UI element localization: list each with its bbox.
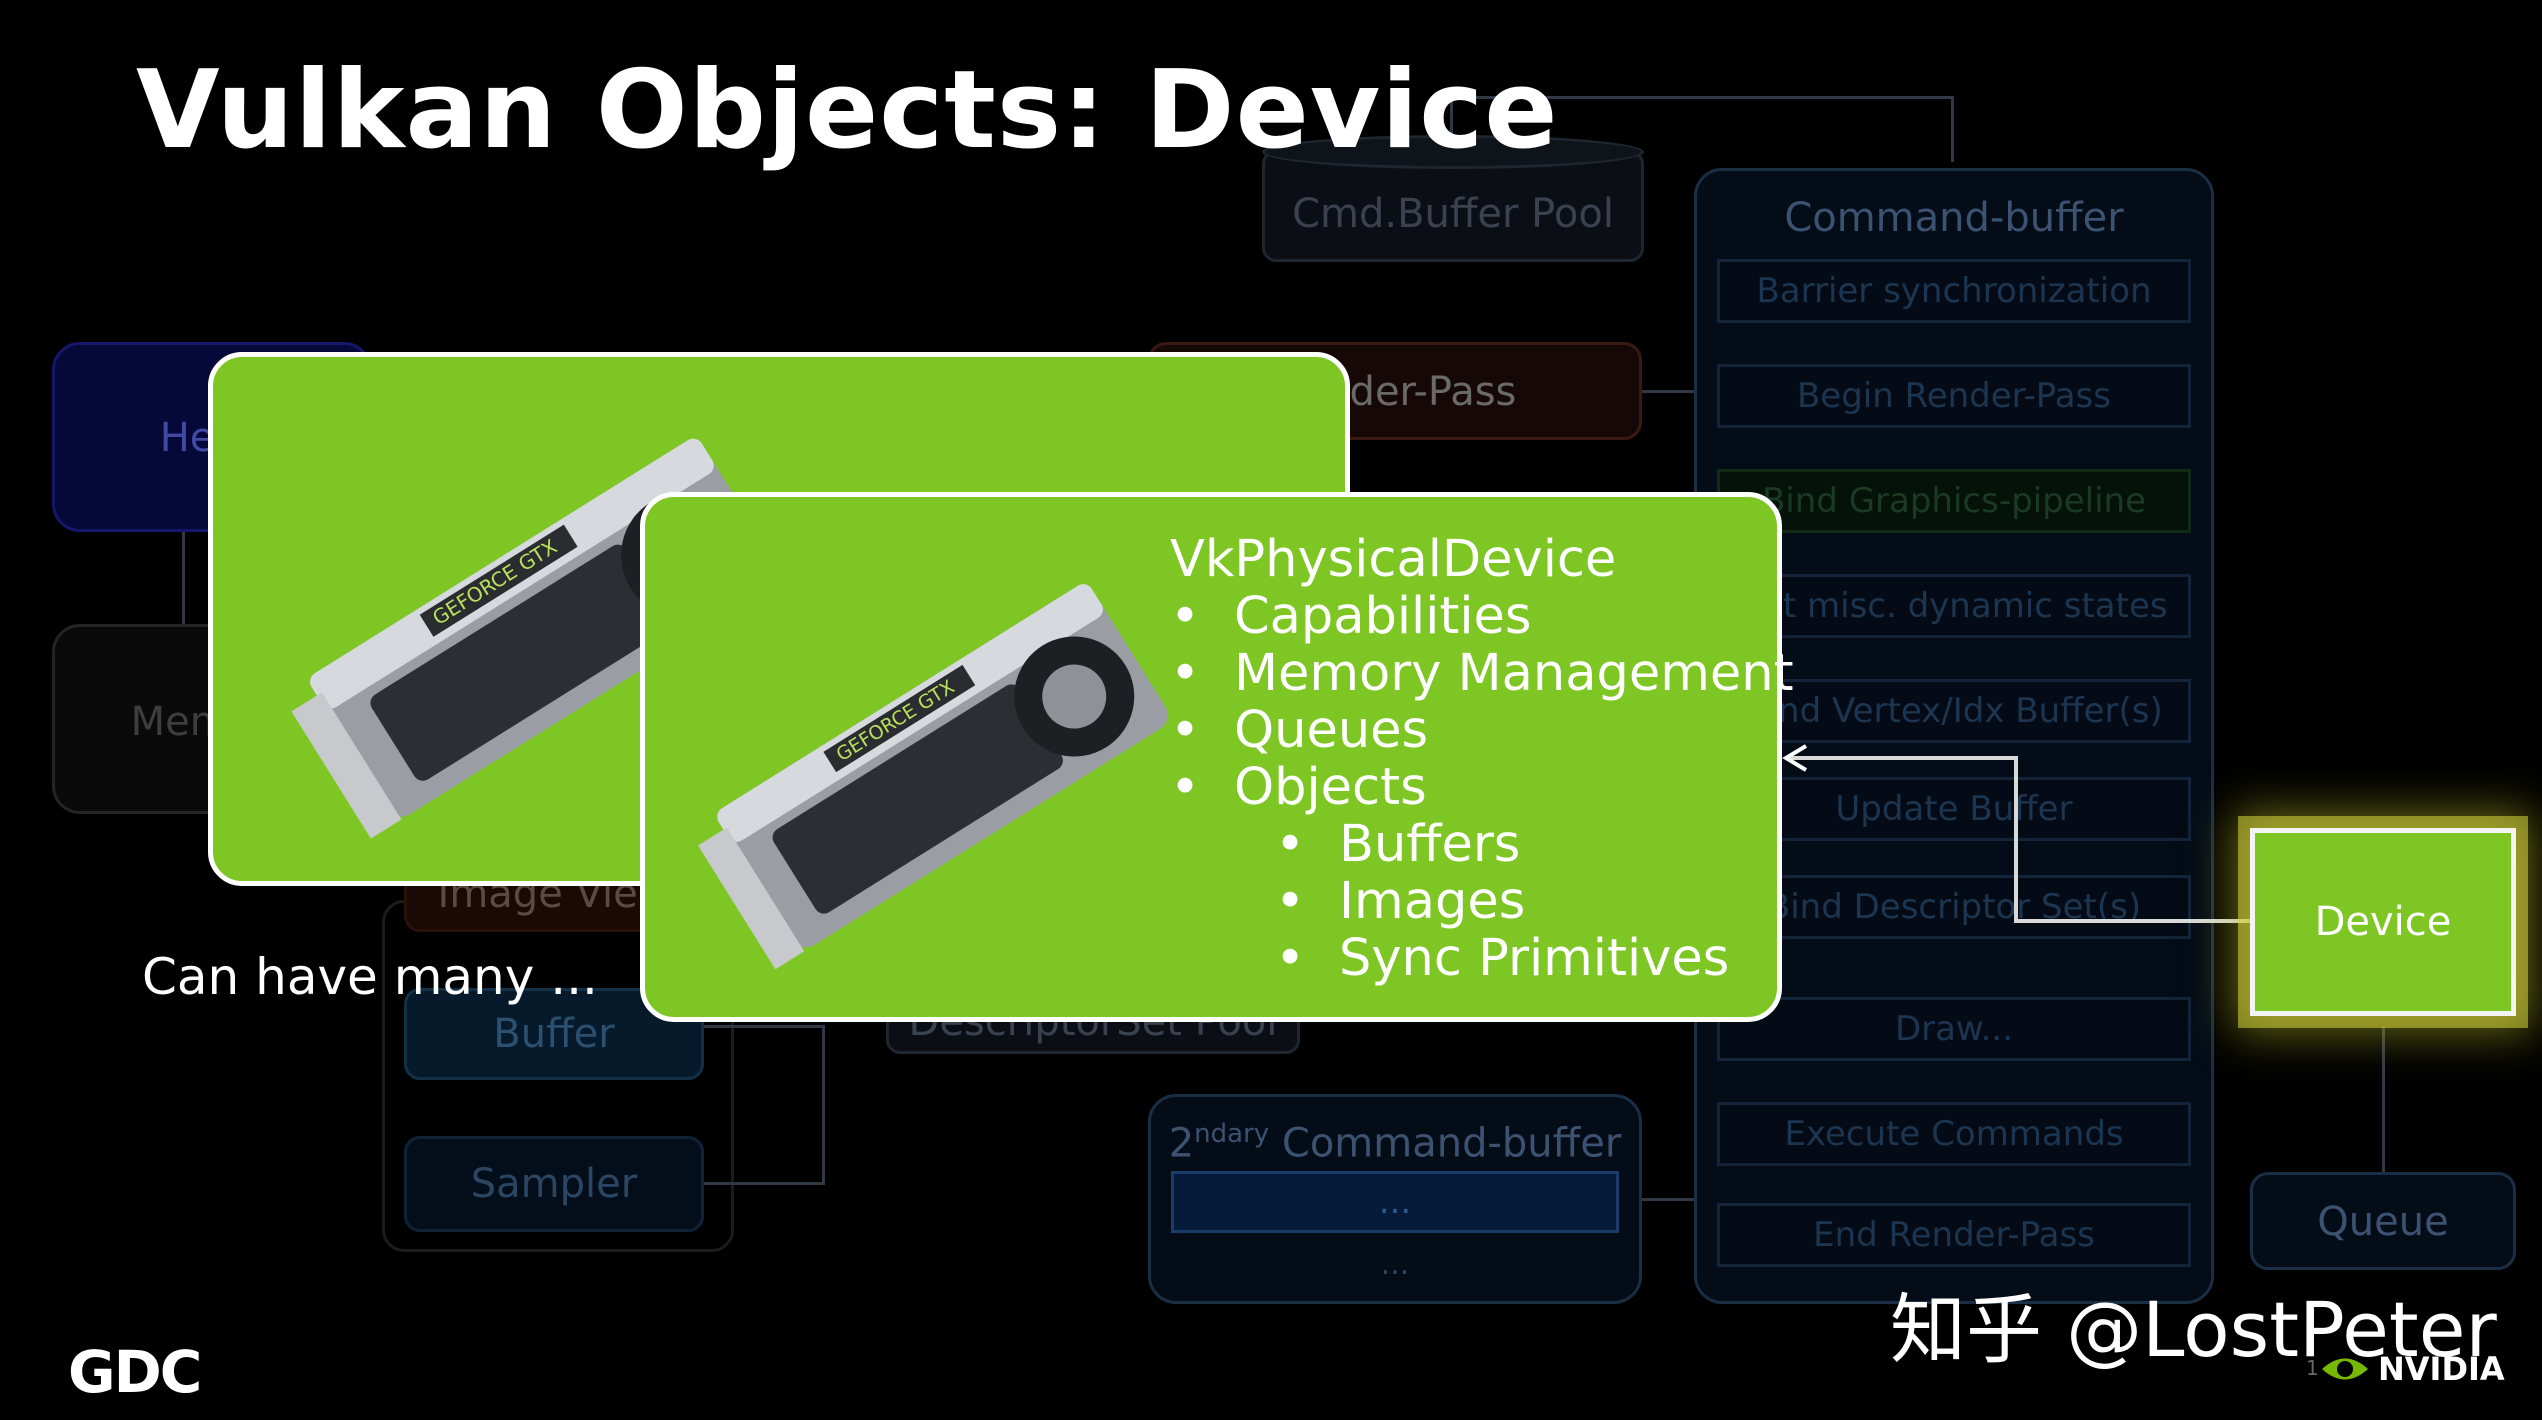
arrow-line: [2014, 756, 2018, 923]
card-heading: VkPhysicalDevice: [1170, 530, 1617, 589]
nvidia-eye-icon: [2322, 1358, 2368, 1380]
nvidia-logo: NVIDIA: [2318, 1350, 2505, 1388]
cmd-buffer-pool-label: Cmd.Buffer Pool: [1292, 191, 1614, 237]
cb-row: Bind Graphics-pipeline: [1717, 469, 2191, 533]
queue-label: Queue: [2317, 1199, 2449, 1245]
secondary-cb-footer: ...: [1380, 1247, 1410, 1282]
sampler-box: Sampler: [404, 1136, 704, 1232]
bullet-icon: •: [1275, 929, 1306, 988]
cmd-buffer-pool: Cmd.Buffer Pool: [1262, 135, 1644, 262]
bullet-icon: •: [1170, 701, 1201, 760]
cylinder-top: [1262, 135, 1644, 169]
connector-line: [700, 1025, 824, 1028]
secondary-cb-superscript: ndary: [1194, 1119, 1270, 1149]
secondary-cb-text: Command-buffer: [1281, 1120, 1622, 1167]
connector-line: [1642, 1198, 1694, 1201]
card-item: • Objects: [1170, 759, 1427, 816]
card-sub-item-label: Sync Primitives: [1339, 929, 1730, 988]
buffer-label: Buffer: [493, 1011, 615, 1057]
page-number: 1: [2306, 1356, 2319, 1380]
cb-row: Set misc. dynamic states: [1717, 574, 2191, 638]
connector-line: [2382, 1026, 2385, 1172]
connector-line: [700, 1182, 824, 1185]
device-box: Device: [2250, 828, 2516, 1016]
arrow-head-icon: [1782, 744, 1808, 772]
card-sub-item-label: Buffers: [1339, 815, 1521, 874]
secondary-cb-label: 2ndary Command-buffer: [1151, 1119, 1639, 1166]
gdc-logo: GDC: [68, 1338, 202, 1406]
card-item: • Memory Management: [1170, 645, 1794, 702]
sampler-label: Sampler: [470, 1161, 638, 1207]
cb-row: Execute Commands: [1717, 1102, 2191, 1166]
bullet-icon: •: [1170, 644, 1201, 703]
physical-device-card: GEFORCE GTX VkPhysicalDevice • Capabiliti…: [640, 492, 1794, 1022]
cb-row: Bind Vertex/Idx Buffer(s): [1717, 679, 2191, 743]
bullet-icon: •: [1170, 758, 1201, 817]
connector-line: [1951, 96, 1954, 162]
connector-line: [822, 1025, 825, 1185]
card-sub-item-label: Images: [1339, 872, 1526, 931]
card-item: • Capabilities: [1170, 588, 1531, 645]
cb-row: Bind Descriptor Set(s): [1717, 875, 2191, 939]
cb-row: End Render-Pass: [1717, 1203, 2191, 1267]
card-item-label: Memory Management: [1234, 644, 1794, 703]
connector-line: [1642, 390, 1694, 393]
card-item: • Queues: [1170, 702, 1428, 759]
card-item-label: Objects: [1234, 758, 1427, 817]
device-label: Device: [2314, 899, 2452, 945]
secondary-cb-prefix: 2: [1168, 1120, 1195, 1167]
buffer-box: Buffer: [404, 988, 704, 1080]
bullet-icon: •: [1275, 872, 1306, 931]
watermark: 知乎 @LostPeter: [1890, 1285, 2497, 1374]
gpu-image: GEFORCE GTX: [698, 584, 1168, 969]
cb-row: Begin Render-Pass: [1717, 364, 2191, 428]
page-title: Vulkan Objects: Device: [136, 48, 1559, 173]
card-sub-item: • Images: [1275, 873, 1525, 930]
card-item-label: Capabilities: [1234, 587, 1532, 646]
bullet-icon: •: [1275, 815, 1306, 874]
nvidia-wordmark: NVIDIA: [2378, 1350, 2505, 1388]
arrow-line: [2014, 919, 2250, 923]
caption: Can have many ...: [142, 948, 598, 1006]
secondary-command-buffer: 2ndary Command-buffer ... ...: [1148, 1094, 1642, 1304]
connector-line: [1450, 96, 1954, 99]
cb-row: Draw...: [1717, 997, 2191, 1061]
bullet-icon: •: [1170, 587, 1201, 646]
card-sub-item: • Buffers: [1275, 816, 1520, 873]
card-item-label: Queues: [1234, 701, 1429, 760]
cb-row: Barrier synchronization: [1717, 259, 2191, 323]
arrow-line: [1790, 756, 2018, 760]
queue-box: Queue: [2250, 1172, 2516, 1270]
secondary-cb-row: ...: [1171, 1171, 1619, 1233]
card-sub-item: • Sync Primitives: [1275, 930, 1729, 987]
connector-line: [182, 532, 185, 624]
connector-line: [1450, 96, 1453, 162]
cb-row: Update Buffer: [1717, 777, 2191, 841]
command-buffer-header: Command-buffer: [1784, 195, 2124, 241]
